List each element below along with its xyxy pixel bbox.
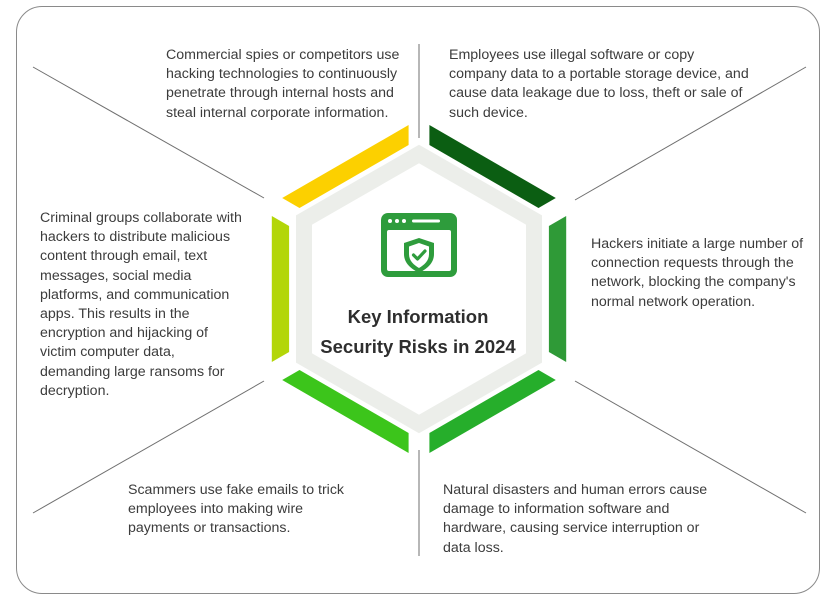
hexagon-segment-right: [548, 216, 567, 362]
divider-line-bottom-right: [574, 380, 807, 514]
risk-text-bottom-left: Scammers use fake emails to trick employ…: [128, 482, 345, 537]
diagram-frame: [16, 6, 820, 594]
risk-text-top-left: Commercial spies or competitors use hack…: [166, 47, 400, 121]
hexagon-segment-bottom-right: [429, 370, 556, 453]
divider-line-top-right: [574, 66, 807, 201]
risk-text-top-right: Employees use illegal software or copy c…: [449, 47, 749, 121]
hexagon-segment-top-left: [282, 125, 409, 208]
risk-text-bottom-right: Natural disasters and human errors cause…: [443, 482, 708, 556]
center-title: Key Information Security Risks in 2024: [320, 306, 516, 357]
hexagon-segment-bottom-left: [282, 370, 409, 453]
hexagon-segment-top-right: [429, 125, 556, 208]
risk-text-left: Criminal groups collaborate with hackers…: [40, 210, 242, 399]
hexagon-segment-left: [271, 216, 290, 362]
browser-shield-check-icon: [381, 213, 457, 277]
inner-hexagon: [296, 144, 542, 434]
divider-line-bottom-left: [32, 380, 265, 514]
divider-line-top-left: [32, 66, 265, 199]
risk-text-right: Hackers initiate a large number of conne…: [591, 236, 804, 310]
